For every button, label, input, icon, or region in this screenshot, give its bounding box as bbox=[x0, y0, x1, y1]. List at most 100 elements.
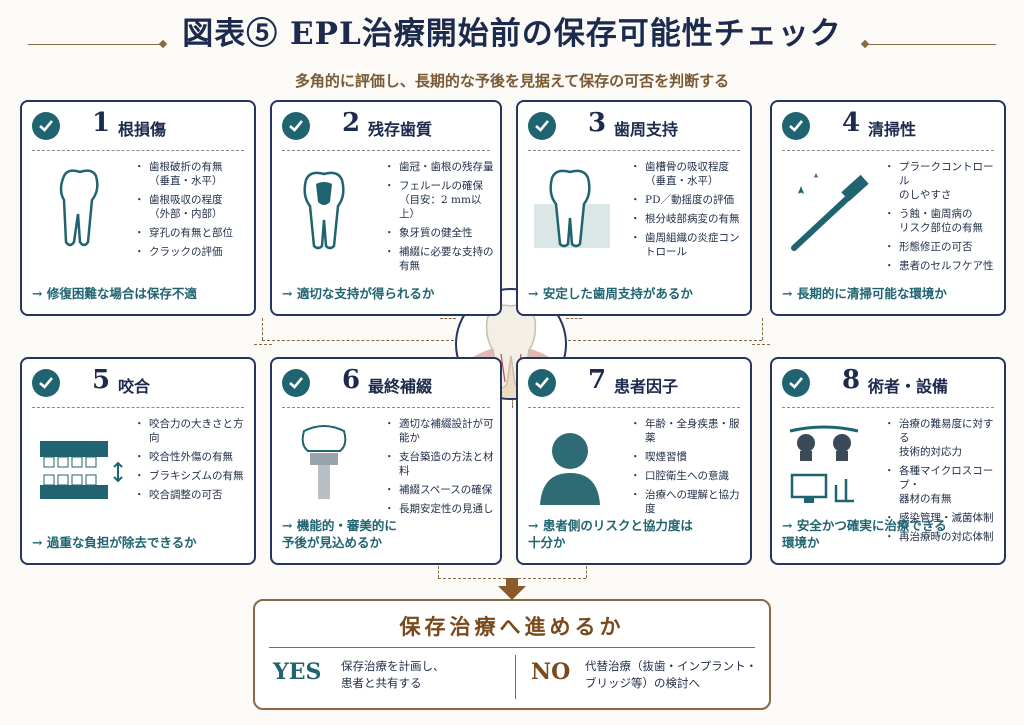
list-item: 補綴に必要な支持の有無 bbox=[384, 245, 494, 273]
card-number: 2 bbox=[342, 108, 361, 138]
card-conclusion: → 修復困難な場合は保存不適 bbox=[32, 286, 197, 301]
card-conclusion: → 適切な支持が得られるか bbox=[282, 286, 435, 301]
check-icon bbox=[528, 369, 556, 397]
list-item: 咬合力の大きさと方向 bbox=[134, 417, 248, 445]
page-subtitle: 多角的に評価し、長期的な予後を見据えて保存の可否を判断する bbox=[294, 72, 730, 90]
yes-text: 保存治療を計画し、 患者と共有する bbox=[341, 659, 445, 690]
connector bbox=[262, 340, 454, 341]
list-item: 象牙質の健全性 bbox=[384, 226, 494, 240]
loupes-monitor-icon bbox=[784, 421, 884, 511]
card-divider bbox=[282, 407, 490, 408]
check-icon bbox=[528, 112, 556, 140]
card-title: 清掃性 bbox=[868, 120, 917, 139]
decision-title: 保存治療へ進めるか bbox=[399, 614, 625, 639]
check-icon bbox=[282, 112, 310, 140]
page-title: 図表⑤ EPL治療開始前の保存可能性チェック bbox=[182, 16, 842, 52]
list-item: う蝕・歯周病の リスク部位の有無 bbox=[884, 207, 998, 235]
list-item: 喫煙習慣 bbox=[630, 450, 744, 464]
list-item: 治療への理解と協力度 bbox=[630, 488, 744, 516]
decision-separator bbox=[515, 655, 516, 699]
card-conclusion: → 機能的・審美的に 予後が見込めるか bbox=[282, 518, 397, 550]
list-item: 年齢・全身疾患・服薬 bbox=[630, 417, 744, 445]
card-title: 術者・設備 bbox=[868, 377, 949, 396]
tooth-bone-icon bbox=[530, 164, 630, 254]
connector bbox=[254, 344, 272, 345]
list-item: 治療の難易度に対する 技術的対応力 bbox=[884, 417, 998, 459]
connector bbox=[586, 566, 587, 578]
cracked-tooth-icon bbox=[34, 164, 134, 254]
list-item: 咬合調整の可否 bbox=[134, 488, 248, 502]
yes-label: YES bbox=[273, 659, 322, 685]
crown-post-icon bbox=[284, 421, 384, 511]
check-card-periodontal-support: 3 歯周支持 歯槽骨の吸収程度 （垂直・水平） PD／動揺度の評価 根分岐部病変… bbox=[516, 100, 752, 316]
toothbrush-icon bbox=[784, 164, 884, 254]
check-icon bbox=[32, 369, 60, 397]
connector bbox=[762, 318, 763, 340]
occlusion-teeth-icon bbox=[34, 421, 134, 511]
connector bbox=[566, 318, 582, 319]
card-divider bbox=[782, 150, 994, 151]
card-title: 咬合 bbox=[118, 377, 151, 396]
card-conclusion: → 安定した歯周支持があるか bbox=[528, 286, 693, 301]
list-item: 長期安定性の見通し bbox=[384, 502, 494, 516]
list-item: 補綴スペースの確保 bbox=[384, 483, 494, 497]
check-card-operator-equipment: 8 術者・設備 治療の難易度に対する 技術的対応力 各種マイクロスコープ・ 器材… bbox=[770, 357, 1006, 565]
card-number: 6 bbox=[342, 365, 361, 395]
list-item: 歯根吸収の程度 （外部・内部） bbox=[134, 193, 248, 221]
card-title: 根損傷 bbox=[118, 120, 167, 139]
card-title: 歯周支持 bbox=[614, 120, 679, 139]
patient-silhouette-icon bbox=[530, 421, 630, 511]
card-divider bbox=[528, 150, 740, 151]
card-title: 残存歯質 bbox=[368, 120, 433, 139]
list-item: クラックの評価 bbox=[134, 245, 248, 259]
connector bbox=[568, 340, 762, 341]
list-item: 患者のセルフケア性 bbox=[884, 259, 998, 273]
list-item: 歯根破折の有無 （垂直・水平） bbox=[134, 160, 248, 188]
card-number: 8 bbox=[842, 365, 861, 395]
connector bbox=[512, 398, 513, 408]
card-divider bbox=[32, 150, 244, 151]
list-item: 支台築造の方法と材料 bbox=[384, 450, 494, 478]
check-icon bbox=[32, 112, 60, 140]
list-item: 各種マイクロスコープ・ 器材の有無 bbox=[884, 464, 998, 506]
check-card-remaining-tooth: 2 残存歯質 歯冠・歯根の残存量 フェルールの確保 （目安：2 mm以上） 象牙… bbox=[270, 100, 502, 316]
check-card-patient-factors: 7 患者因子 年齢・全身疾患・服薬 喫煙習慣 口腔衛生への意識 治療への理解と協… bbox=[516, 357, 752, 565]
list-item: 再治療時の対応体制 bbox=[884, 530, 998, 544]
list-item: 口腔衛生への意識 bbox=[630, 469, 744, 483]
check-card-cleanability: 4 清掃性 プラークコントロール のしやすさ う蝕・歯周病の リスク部位の有無 … bbox=[770, 100, 1006, 316]
connector bbox=[262, 318, 263, 340]
card-conclusion: → 過重な負担が除去できるか bbox=[32, 535, 197, 550]
list-item: 歯槽骨の吸収程度 （垂直・水平） bbox=[630, 160, 744, 188]
card-divider bbox=[782, 407, 994, 408]
list-item: フェルールの確保 （目安：2 mm以上） bbox=[384, 179, 494, 221]
card-number: 1 bbox=[92, 108, 111, 138]
card-title: 最終補綴 bbox=[368, 377, 433, 396]
list-item: 根分岐部病変の有無 bbox=[630, 212, 744, 226]
title-rule-left bbox=[28, 44, 160, 45]
list-item: ブラキシズムの有無 bbox=[134, 469, 248, 483]
list-item: PD／動揺度の評価 bbox=[630, 193, 744, 207]
list-item: 感染管理・滅菌体制 bbox=[884, 511, 998, 525]
list-item: 穿孔の有無と部位 bbox=[134, 226, 248, 240]
list-item: 適切な補綴設計が可能か bbox=[384, 417, 494, 445]
card-number: 4 bbox=[842, 108, 861, 138]
list-item: 歯周組織の炎症コントロール bbox=[630, 231, 744, 259]
list-item: 形態修正の可否 bbox=[884, 240, 998, 254]
no-text: 代替治療（抜歯・インプラント・ ブリッジ等）の検討へ bbox=[585, 659, 758, 690]
card-number: 5 bbox=[92, 365, 111, 395]
check-card-occlusion: 5 咬合 咬合力の大きさと方向 咬合性外傷の有無 ブラキシズムの有無 咬合調整の… bbox=[20, 357, 256, 565]
decision-box: 保存治療へ進めるか YES 保存治療を計画し、 患者と共有する NO 代替治療（… bbox=[253, 599, 771, 710]
card-conclusion: → 患者側のリスクと協力度は 十分か bbox=[528, 518, 693, 550]
check-icon bbox=[282, 369, 310, 397]
card-divider bbox=[282, 150, 490, 151]
card-title: 患者因子 bbox=[614, 377, 679, 396]
check-icon bbox=[782, 112, 810, 140]
card-conclusion: → 長期的に清掃可能な環境か bbox=[782, 286, 947, 301]
tooth-cross-section-icon bbox=[284, 164, 384, 254]
no-label: NO bbox=[531, 659, 571, 685]
card-divider bbox=[528, 407, 740, 408]
down-arrow-icon bbox=[497, 578, 527, 600]
decision-divider bbox=[269, 647, 755, 648]
list-item: 歯冠・歯根の残存量 bbox=[384, 160, 494, 174]
check-icon bbox=[782, 369, 810, 397]
